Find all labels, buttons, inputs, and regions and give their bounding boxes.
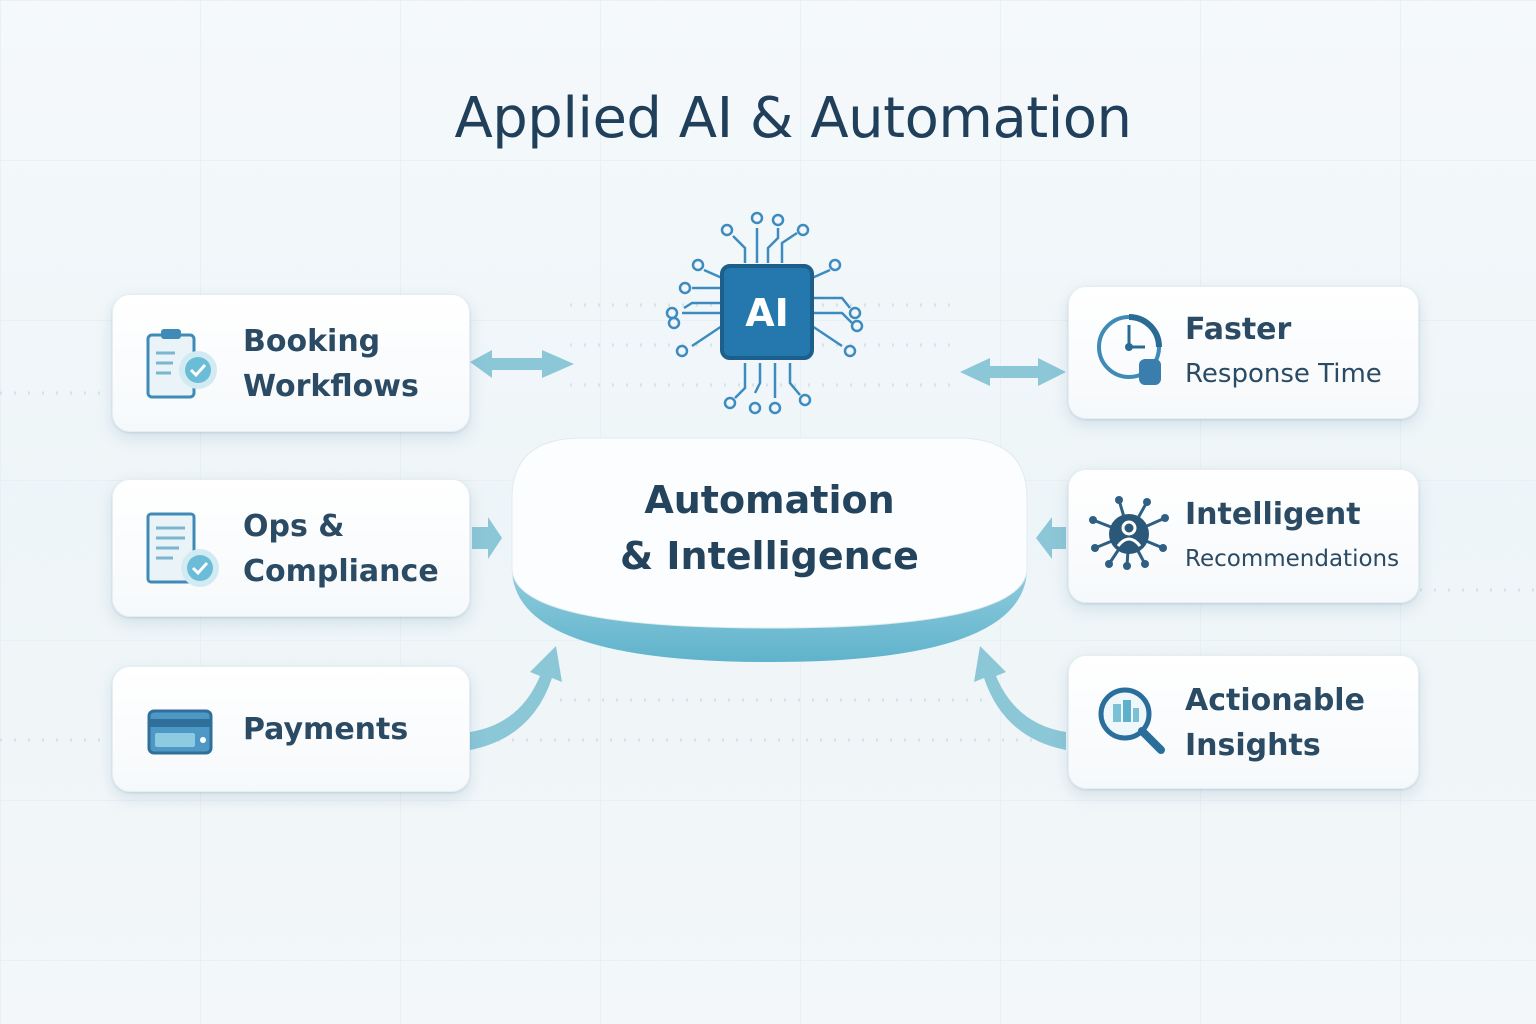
center-line2: & Intelligence — [620, 534, 919, 578]
card-label: Ops & — [243, 509, 345, 544]
arrow-actionable — [974, 646, 1066, 750]
clock-icon — [1097, 314, 1162, 385]
magnifier-chart-icon — [1098, 687, 1165, 754]
card-label: Intelligent — [1185, 497, 1361, 532]
clipboard-check-icon — [146, 329, 217, 399]
card-booking-workflows[interactable]: Booking Workflows — [112, 294, 470, 432]
document-check-icon — [146, 512, 219, 587]
card-label: Insights — [1185, 728, 1321, 763]
card-label: Faster — [1185, 312, 1292, 347]
card-ops-compliance[interactable]: Ops & Compliance — [112, 479, 470, 617]
ai-chip-icon: AI — [665, 211, 864, 415]
card-label: Actionable — [1185, 683, 1365, 718]
card-actionable-insights[interactable]: Actionable Insights — [1068, 655, 1419, 789]
arrows — [470, 350, 1066, 750]
card-label: Payments — [243, 712, 409, 747]
center-title: Automation & Intelligence — [512, 472, 1027, 584]
center-line1: Automation — [644, 478, 895, 522]
card-faster-response[interactable]: Faster Response Time — [1068, 286, 1419, 419]
card-intelligent-recommendations[interactable]: Intelligent Recommendations — [1068, 469, 1419, 603]
center-platform — [511, 437, 1028, 662]
arrow-ops — [472, 517, 502, 559]
network-user-icon — [1089, 496, 1169, 570]
arrow-payments — [470, 646, 562, 750]
card-label: Workflows — [243, 369, 419, 404]
page-title: Applied AI & Automation — [454, 86, 1132, 151]
card-label: Booking — [243, 324, 381, 359]
card-label: Compliance — [243, 554, 439, 589]
card-payments[interactable]: Payments — [112, 666, 470, 792]
arrow-booking — [470, 350, 574, 378]
arrow-faster — [960, 358, 1066, 386]
arrow-intelligent — [1036, 517, 1066, 559]
card-label: Response Time — [1185, 359, 1382, 389]
chip-label: AI — [745, 291, 789, 335]
card-label: Recommendations — [1185, 546, 1400, 572]
credit-card-icon — [147, 709, 213, 755]
